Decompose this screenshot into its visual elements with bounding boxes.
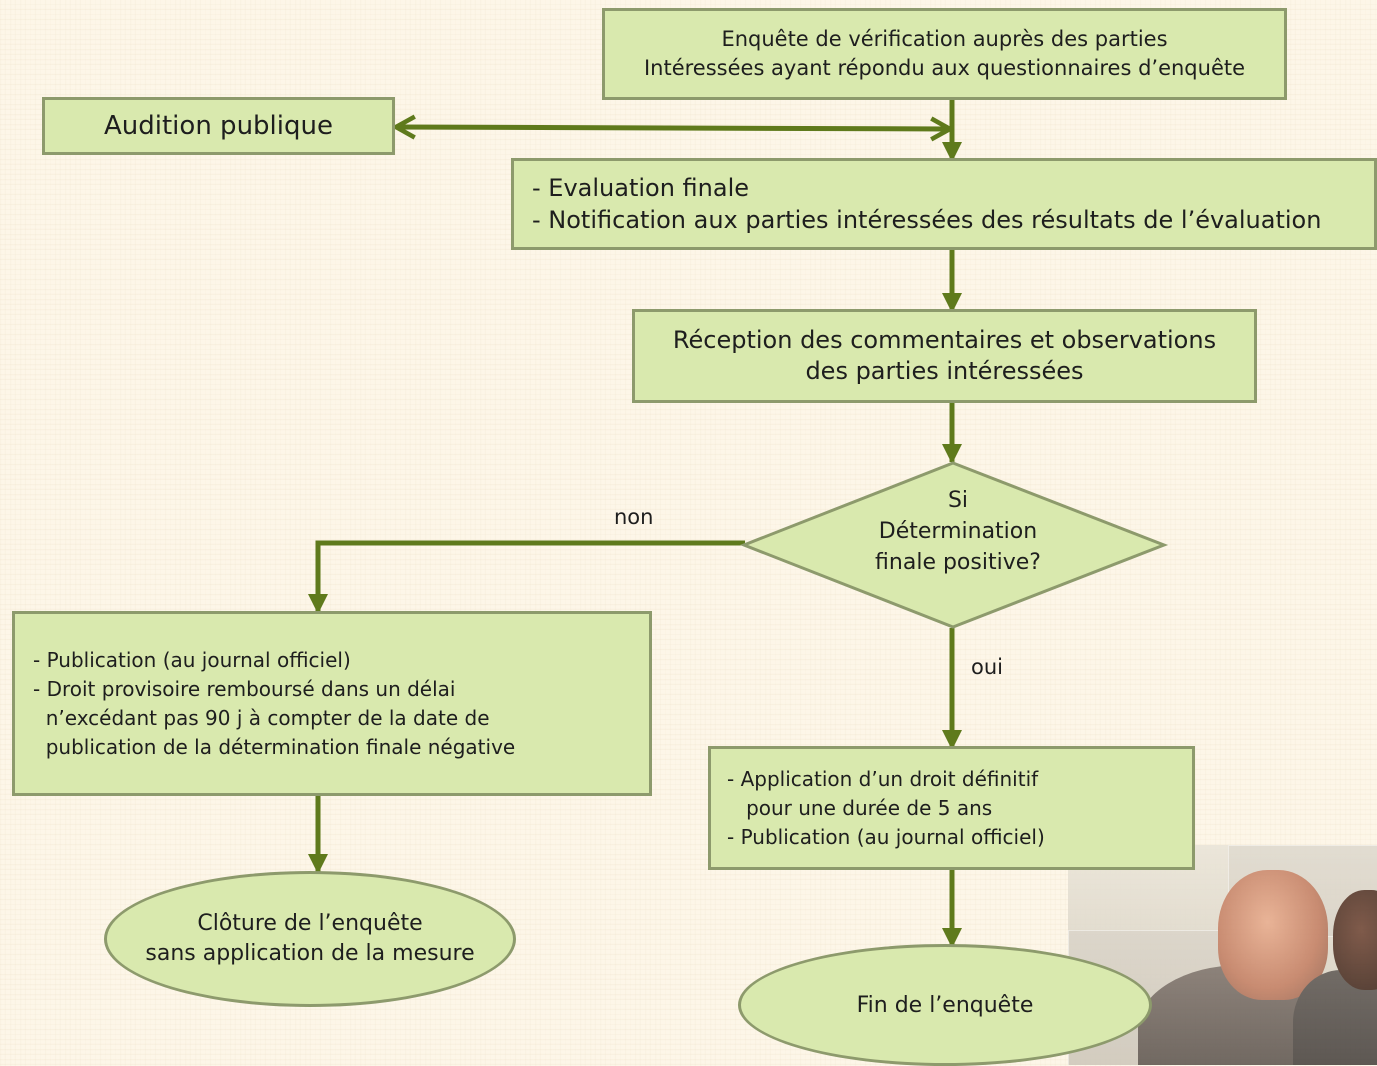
node-text-line: Fin de l’enquête	[856, 992, 1034, 1018]
node-audition: Audition publique	[42, 97, 395, 155]
node-text-line: sans application de la mesure	[145, 941, 475, 966]
node-text-line: Détermination	[878, 519, 1038, 544]
node-reception: Réception des commentaires et observatio…	[632, 309, 1257, 403]
decision-diamond	[739, 461, 1169, 629]
node-text-line: publication de la détermination finale n…	[33, 734, 516, 759]
node-text-line: Clôture de l’enquête	[197, 911, 423, 936]
node-negative-result: - Publication (au journal officiel) - Dr…	[12, 611, 652, 796]
node-text-line: des parties intéressées	[805, 357, 1084, 385]
node-text-line: n’excédant pas 90 j à compter de la date…	[33, 705, 490, 730]
edge-label-yes: oui	[971, 655, 1003, 679]
edge-decision-no	[308, 540, 745, 614]
node-evaluation: - Evaluation finale - Notification aux p…	[511, 158, 1377, 250]
node-text-line: finale positive?	[875, 550, 1041, 575]
node-text-line: - Publication (au journal officiel)	[727, 824, 1045, 849]
node-text-line: - Application d’un droit définitif	[727, 766, 1039, 791]
node-text-line: Intéressées ayant répondu aux questionna…	[643, 56, 1246, 80]
node-end: Fin de l’enquête	[738, 944, 1152, 1066]
node-verification: Enquête de vérification auprès des parti…	[602, 8, 1287, 100]
node-positive-result: - Application d’un droit définitif pour …	[708, 746, 1195, 870]
edge-label-no: non	[614, 505, 654, 529]
node-closure: Clôture de l’enquête sans application de…	[104, 871, 516, 1007]
node-text-line: - Notification aux parties intéressées d…	[532, 206, 1322, 234]
node-text-line: Audition publique	[104, 111, 333, 141]
node-text-line: Enquête de vérification auprès des parti…	[721, 27, 1168, 51]
node-text-line: Si	[947, 488, 969, 513]
node-text-line: pour une durée de 5 ans	[727, 795, 993, 820]
node-text-line: - Publication (au journal officiel)	[33, 647, 351, 672]
node-text-line: Réception des commentaires et observatio…	[672, 326, 1217, 354]
edge-audition-verification	[396, 127, 950, 129]
node-text-line: - Evaluation finale	[532, 174, 750, 202]
node-text-line: - Droit provisoire remboursé dans un dél…	[33, 676, 456, 701]
decision-text: Si Détermination finale positive?	[800, 485, 1116, 578]
